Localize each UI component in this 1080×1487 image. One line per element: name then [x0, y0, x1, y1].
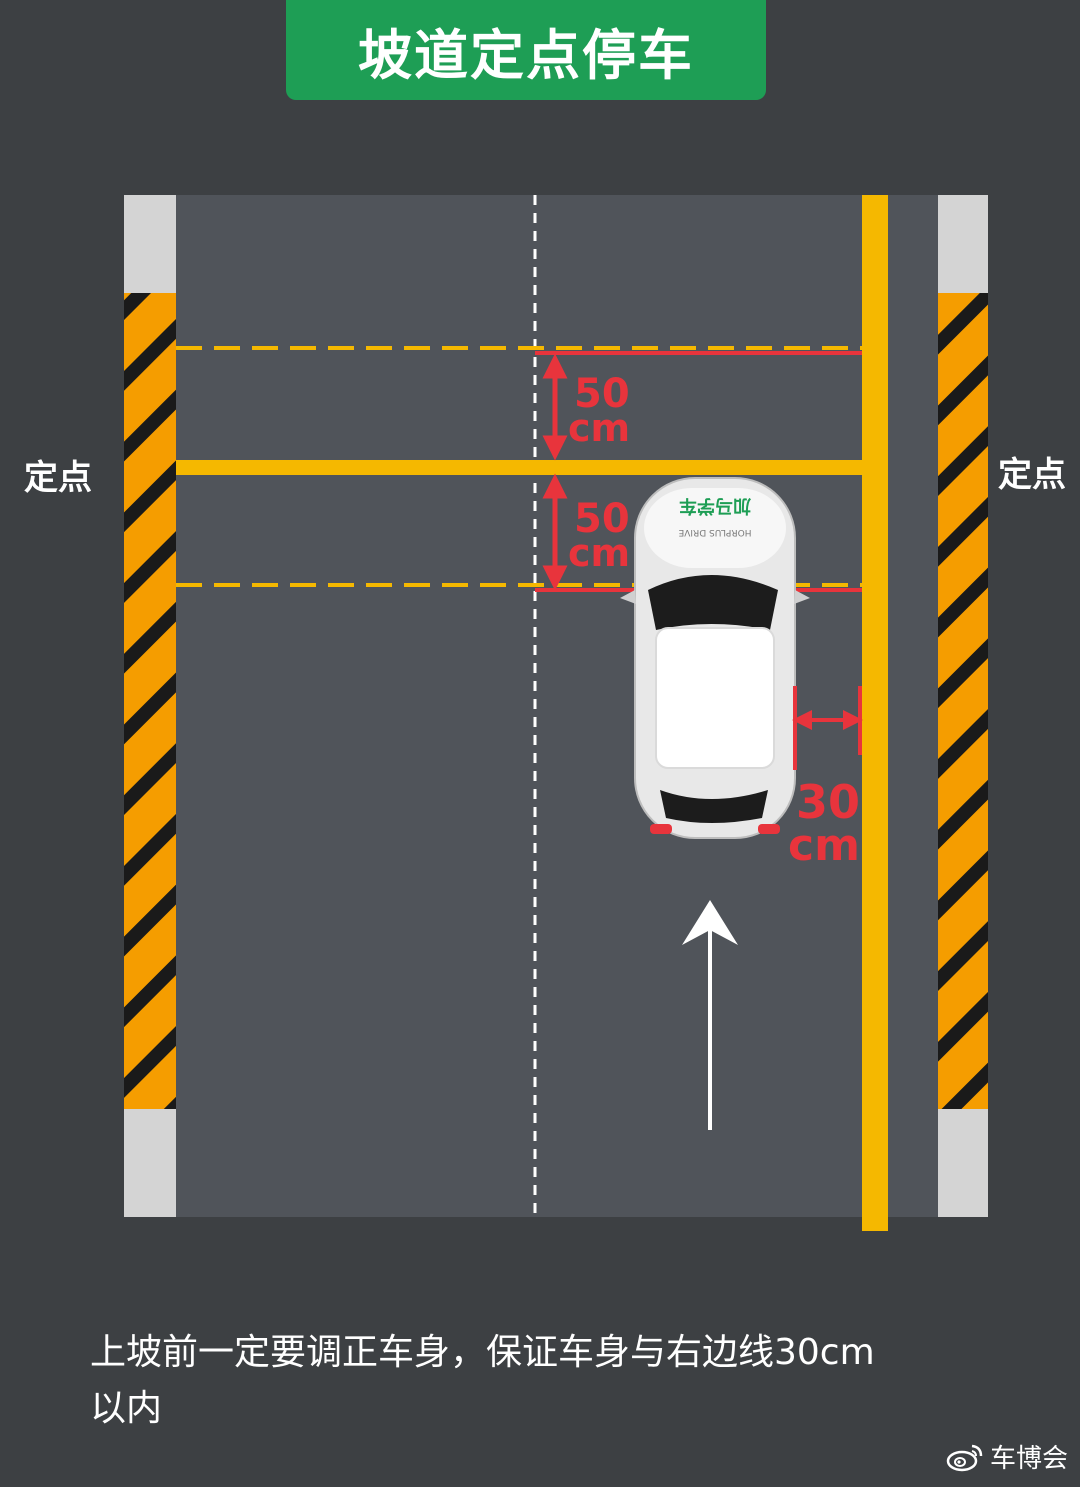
left-hazard-strip — [124, 293, 176, 1109]
caption-line-1: 上坡前一定要调正车身，保证车身与右边线30cm — [90, 1332, 875, 1373]
car-brand-text: 加马学车 — [679, 495, 752, 517]
title-banner: 坡道定点停车 — [286, 0, 766, 100]
page-title: 坡道定点停车 — [358, 23, 694, 87]
upper-gap-unit: cm — [568, 406, 630, 450]
left-curb-bottom — [124, 1109, 176, 1217]
right-edge-line — [862, 195, 888, 1231]
right-curb-bottom — [938, 1109, 988, 1217]
right-hazard-strip — [938, 293, 988, 1109]
lower-gap-unit: cm — [568, 531, 630, 575]
side-gap-unit: cm — [788, 820, 860, 871]
stop-line — [176, 460, 864, 475]
credit-text: 车博会 — [989, 1444, 1068, 1474]
direction-arrow — [682, 900, 738, 1130]
car: 加马学车 HORPLUS DRIVE — [620, 477, 810, 839]
left-point-label: 定点 — [24, 458, 92, 498]
upper-gap-value: 50 — [574, 371, 630, 417]
weibo-icon — [946, 1444, 983, 1471]
right-curb-top — [938, 195, 988, 293]
right-point-label: 定点 — [998, 455, 1066, 495]
credit: 车博会 — [946, 1438, 1068, 1475]
lower-gap-value: 50 — [574, 496, 630, 542]
side-gap-value: 30 — [796, 775, 860, 829]
left-curb-top — [124, 195, 176, 293]
caption: 上坡前一定要调正车身，保证车身与右边线30cm 以内 — [90, 1325, 990, 1437]
caption-line-2: 以内 — [90, 1388, 163, 1429]
car-brand-en: HORPLUS DRIVE — [678, 527, 751, 537]
